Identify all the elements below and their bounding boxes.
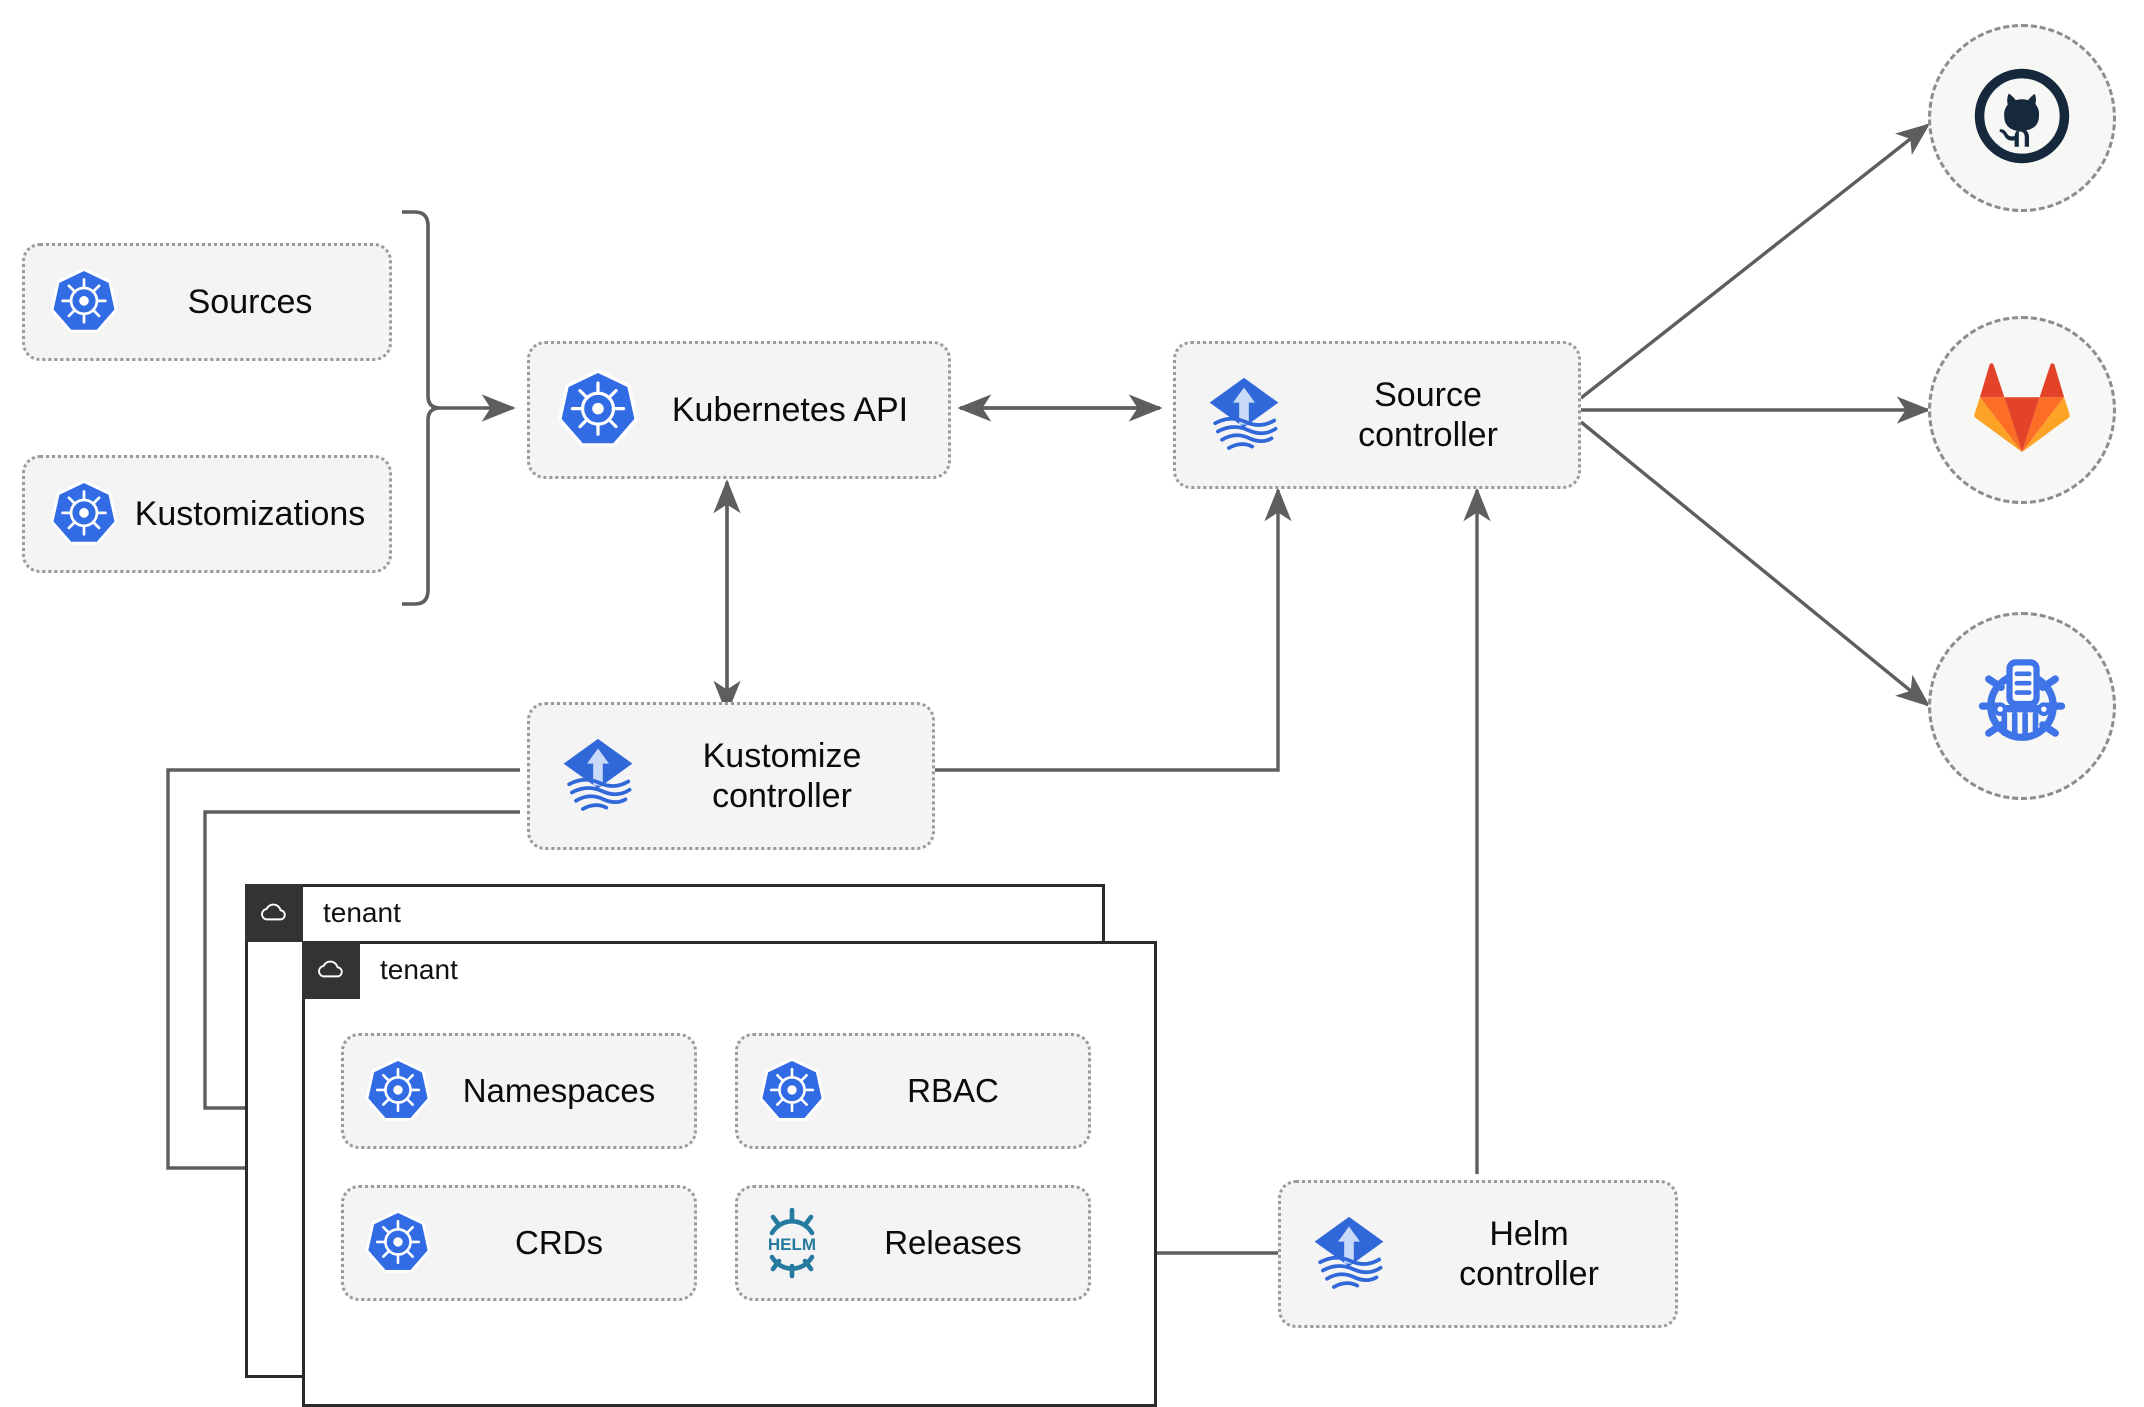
registry-helm-repository[interactable]: [1928, 612, 2116, 800]
node-label: Kubernetes API: [671, 390, 909, 429]
node-kubernetes-api[interactable]: Kubernetes API: [527, 341, 951, 479]
tenant-label: tenant: [323, 897, 401, 928]
flux-icon: [1200, 371, 1288, 459]
gitlab-icon: [1973, 362, 2071, 459]
flux-icon: [554, 732, 642, 820]
kubernetes-icon: [362, 1055, 434, 1127]
tenant-frame-inner[interactable]: tenant: [302, 941, 1157, 1407]
node-label: Kustomize controller: [702, 736, 862, 815]
tenant-label: tenant: [380, 954, 458, 985]
helm-icon: HELM: [756, 1207, 828, 1279]
tenant-card-releases[interactable]: HELM Releases: [735, 1185, 1091, 1301]
node-source-controller[interactable]: Source controller: [1173, 341, 1581, 489]
kubernetes-icon: [47, 477, 121, 551]
tenant-card-namespaces[interactable]: Namespaces: [341, 1033, 697, 1149]
registry-github[interactable]: [1928, 24, 2116, 212]
cloud-icon: [302, 941, 360, 999]
tenant-card-crds[interactable]: CRDs: [341, 1185, 697, 1301]
kubernetes-icon: [362, 1207, 434, 1279]
resource-label: Kustomizations: [134, 494, 366, 533]
tenant-card-label: Namespaces: [462, 1071, 656, 1109]
cloud-icon: [245, 884, 303, 942]
svg-text:HELM: HELM: [768, 1235, 816, 1254]
kubernetes-icon: [47, 265, 121, 339]
flux-icon: [1305, 1210, 1393, 1298]
kubernetes-icon: [554, 366, 642, 454]
tenant-header: tenant: [302, 941, 458, 999]
tenant-card-rbac[interactable]: RBAC: [735, 1033, 1091, 1149]
kubernetes-icon: [756, 1055, 828, 1127]
resource-card-sources[interactable]: Sources: [22, 243, 392, 361]
node-kustomize-controller[interactable]: Kustomize controller: [527, 702, 935, 850]
github-icon: [1970, 64, 2074, 173]
tenant-card-label: CRDs: [515, 1223, 603, 1261]
node-label: Helm controller: [1459, 1214, 1599, 1293]
tenant-card-label: RBAC: [907, 1071, 999, 1109]
registry-gitlab[interactable]: [1928, 316, 2116, 504]
helm-chart-repository-icon: [1970, 652, 2074, 761]
tenant-card-label: Releases: [884, 1223, 1022, 1261]
node-helm-controller[interactable]: Helm controller: [1278, 1180, 1678, 1328]
resource-label: Sources: [187, 282, 313, 321]
tenant-header: tenant: [245, 884, 401, 942]
node-label: Source controller: [1358, 375, 1498, 454]
resource-card-kustomizations[interactable]: Kustomizations: [22, 455, 392, 573]
